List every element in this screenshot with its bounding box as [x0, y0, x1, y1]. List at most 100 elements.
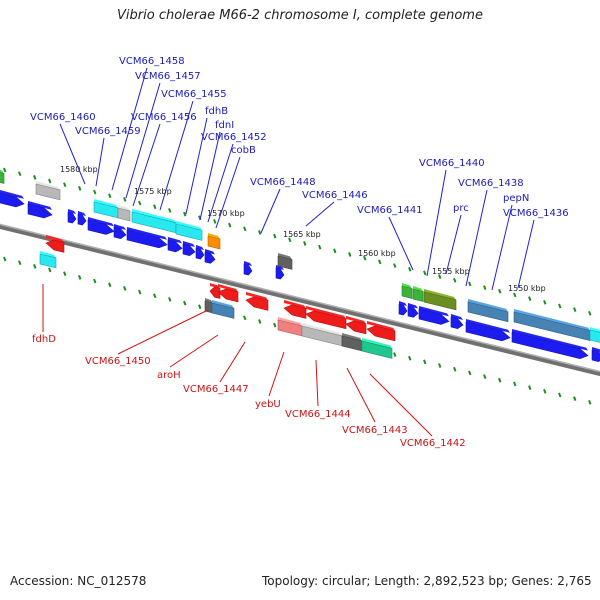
tick-mark-outer — [378, 259, 382, 265]
gene-label-vcm66-1441[interactable]: VCM66_1441 — [357, 205, 423, 216]
tick-mark-outer — [438, 274, 442, 279]
tick-mark-outer — [513, 292, 517, 298]
tick-mark-inner — [78, 275, 82, 280]
leader-vcm66-1452 — [207, 143, 234, 223]
tick-mark-outer — [363, 255, 367, 261]
gene-feature-forward-bevel — [28, 201, 52, 210]
tick-mark-outer — [573, 307, 577, 313]
leader-vcm66-1456 — [132, 123, 161, 207]
tick-label-1570: 1570 kbp — [207, 209, 245, 218]
gene-label-vcm66-1460[interactable]: VCM66_1460 — [30, 112, 96, 123]
tick-marks — [3, 167, 592, 405]
gene-feature-reverse-bevel — [246, 292, 268, 301]
gene-feature-cyan-bevel — [132, 209, 176, 223]
gene-feature-gray-bevel — [302, 323, 342, 336]
gene-label-vcm66-1440[interactable]: VCM66_1440 — [419, 158, 485, 169]
tick-mark-outer — [18, 171, 22, 177]
leader-pepn — [491, 204, 513, 291]
gene-feature-cyan — [589, 329, 600, 343]
gene-feature-forward-bevel — [196, 245, 204, 250]
gene-feature-gray-bevel — [36, 181, 60, 190]
tick-mark-inner — [543, 388, 547, 394]
gene-feature-steelblue — [211, 302, 235, 319]
gene-label-cobb[interactable]: cobB — [231, 145, 256, 156]
map-title: Vibrio cholerae M66-2 chromosome I, comp… — [117, 8, 483, 23]
gene-feature-forward — [195, 247, 205, 260]
gene-feature-forward — [465, 321, 511, 342]
gene-label-vcm66-1457[interactable]: VCM66_1457 — [135, 71, 201, 82]
gene-feature-forward-bevel — [244, 261, 252, 266]
gene-feature-forward-bevel — [88, 217, 114, 227]
gene-feature-reverse-bevel — [367, 321, 395, 331]
gene-label-vcm66-1447[interactable]: VCM66_1447 — [183, 384, 249, 395]
gene-feature-forward — [243, 263, 253, 276]
gene-feature-gray-dark-bevel — [278, 253, 292, 260]
leader-vcm66-1460 — [59, 123, 86, 185]
tick-mark-outer — [303, 241, 307, 246]
gene-feature-forward-bevel — [419, 306, 449, 317]
tick-mark-outer — [318, 244, 322, 250]
tick-mark-inner — [273, 322, 277, 328]
tick-mark-outer — [213, 219, 217, 224]
gene-label-vcm66-1456[interactable]: VCM66_1456 — [131, 112, 197, 123]
gene-label-vcm66-1443[interactable]: VCM66_1443 — [342, 425, 408, 436]
gene-label-fdni[interactable]: fdnI — [215, 120, 234, 131]
gene-label-vcm66-1459[interactable]: VCM66_1459 — [75, 126, 141, 137]
gene-feature-forward-bevel — [127, 227, 167, 240]
tick-mark-outer — [528, 296, 532, 301]
leader-vcm66-1442 — [369, 373, 433, 437]
tick-mark-outer — [498, 288, 502, 294]
gene-feature-orange — [207, 235, 221, 250]
gene-feature-forward — [398, 303, 408, 316]
tick-mark-inner — [408, 355, 412, 361]
leader-vcm66-1455 — [159, 100, 194, 211]
gene-label-vcm66-1438[interactable]: VCM66_1438 — [458, 178, 524, 189]
gene-label-vcm66-1450[interactable]: VCM66_1450 — [85, 356, 151, 367]
leader-vcm66-1438 — [465, 189, 488, 287]
tick-mark-outer — [228, 222, 232, 228]
gene-label-vcm66-1455[interactable]: VCM66_1455 — [161, 89, 227, 100]
tick-mark-outer — [423, 270, 427, 276]
gene-feature-forward — [275, 267, 285, 280]
tick-mark-inner — [18, 260, 22, 266]
gene-label-vcm66-1444[interactable]: VCM66_1444 — [285, 409, 351, 420]
gene-feature-forward-bevel — [451, 314, 463, 320]
gene-feature-forward-bevel — [512, 329, 588, 351]
leader-yebu — [268, 351, 285, 397]
gene-label-pepn[interactable]: pepN — [503, 193, 529, 204]
leader-vcm66-1441 — [388, 216, 414, 271]
gene-feature-teal-bevel — [362, 338, 392, 349]
tick-mark-inner — [93, 278, 97, 284]
tick-mark-inner — [558, 392, 562, 398]
gene-label-vcm66-1448[interactable]: VCM66_1448 — [250, 177, 316, 188]
gene-label-vcm66-1458[interactable]: VCM66_1458 — [119, 56, 185, 67]
tick-mark-inner — [183, 300, 187, 306]
tick-mark-outer — [258, 230, 262, 235]
tick-label-1575: 1575 kbp — [134, 187, 172, 196]
gene-feature-gray-dark-bevel — [205, 298, 213, 303]
gene-label-vcm66-1442[interactable]: VCM66_1442 — [400, 438, 466, 449]
gene-feature-forward-bevel — [78, 211, 86, 216]
gene-feature-gray-dark — [277, 255, 293, 270]
tick-mark-inner — [153, 293, 157, 299]
gene-label-vcm66-1446[interactable]: VCM66_1446 — [302, 190, 368, 201]
gene-feature-reverse-bevel — [218, 284, 238, 292]
tick-mark-inner — [528, 385, 532, 390]
gene-feature-steelblue-bevel — [212, 300, 234, 309]
gene-feature-green-bevel — [402, 283, 412, 289]
gene-feature-teal — [361, 340, 393, 359]
gene-label-vcm66-1452[interactable]: VCM66_1452 — [201, 132, 267, 143]
gene-label-prc[interactable]: prc — [453, 203, 469, 214]
tick-mark-outer — [588, 310, 592, 316]
gene-feature-reverse — [283, 304, 307, 319]
tick-mark-outer — [108, 193, 112, 199]
gene-label-aroh[interactable]: aroH — [157, 370, 181, 381]
tick-mark-inner — [33, 263, 37, 269]
gene-label-yebu[interactable]: yebU — [255, 399, 281, 410]
gene-label-fdhb[interactable]: fdhB — [205, 106, 228, 117]
gene-label-fdhd[interactable]: fdhD — [32, 334, 56, 345]
gene-feature-green-bevel — [413, 286, 423, 292]
tick-mark-outer — [183, 211, 187, 217]
tick-mark-outer — [153, 204, 157, 210]
gene-label-vcm66-1436[interactable]: VCM66_1436 — [503, 208, 569, 219]
